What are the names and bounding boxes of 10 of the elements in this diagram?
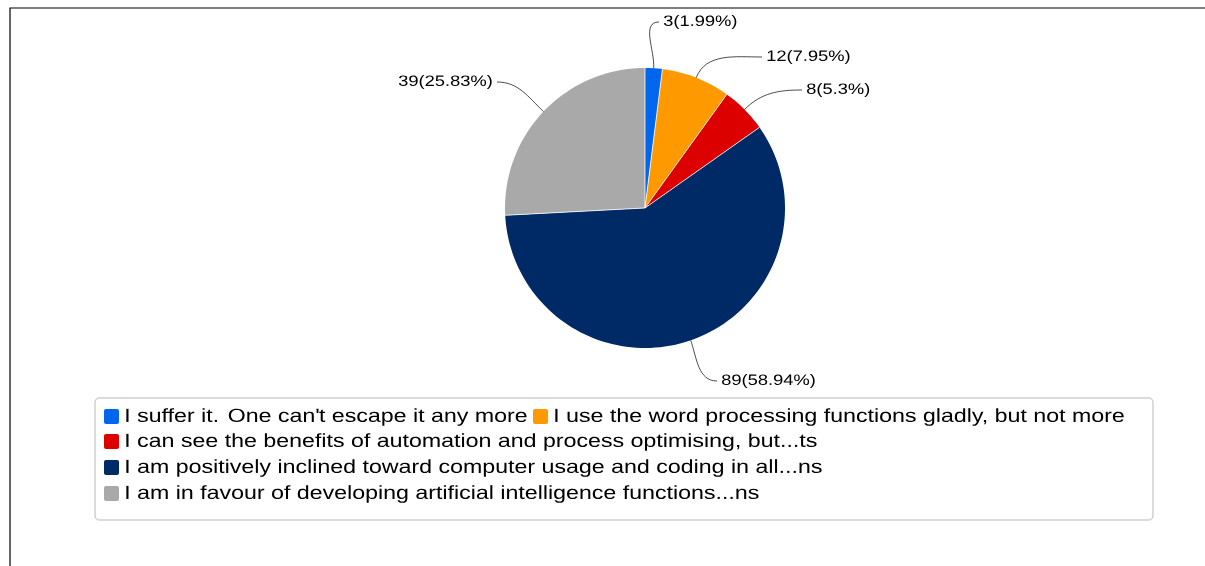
data-label: 39(25.83%) xyxy=(397,74,494,90)
legend-text: I suffer it. One can't escape it any more xyxy=(126,408,527,426)
legend-text: I am in favour of developing artificial intelligence functions...ns xyxy=(126,485,759,503)
data-label: 3(1.99%) xyxy=(662,14,739,30)
legend-text: I use the word processing functions gladly, but not more xyxy=(555,408,1124,426)
legend-text: I can see the benefits of automation and process optimising, but...ts xyxy=(126,433,817,451)
data-label: 89(58.94%) xyxy=(720,373,817,389)
data-label: 8(5.3%) xyxy=(805,82,872,98)
legend-text: I am positively inclined toward computer usage and coding in all...ns xyxy=(126,459,822,477)
data-label: 12(7.95%) xyxy=(765,49,852,65)
